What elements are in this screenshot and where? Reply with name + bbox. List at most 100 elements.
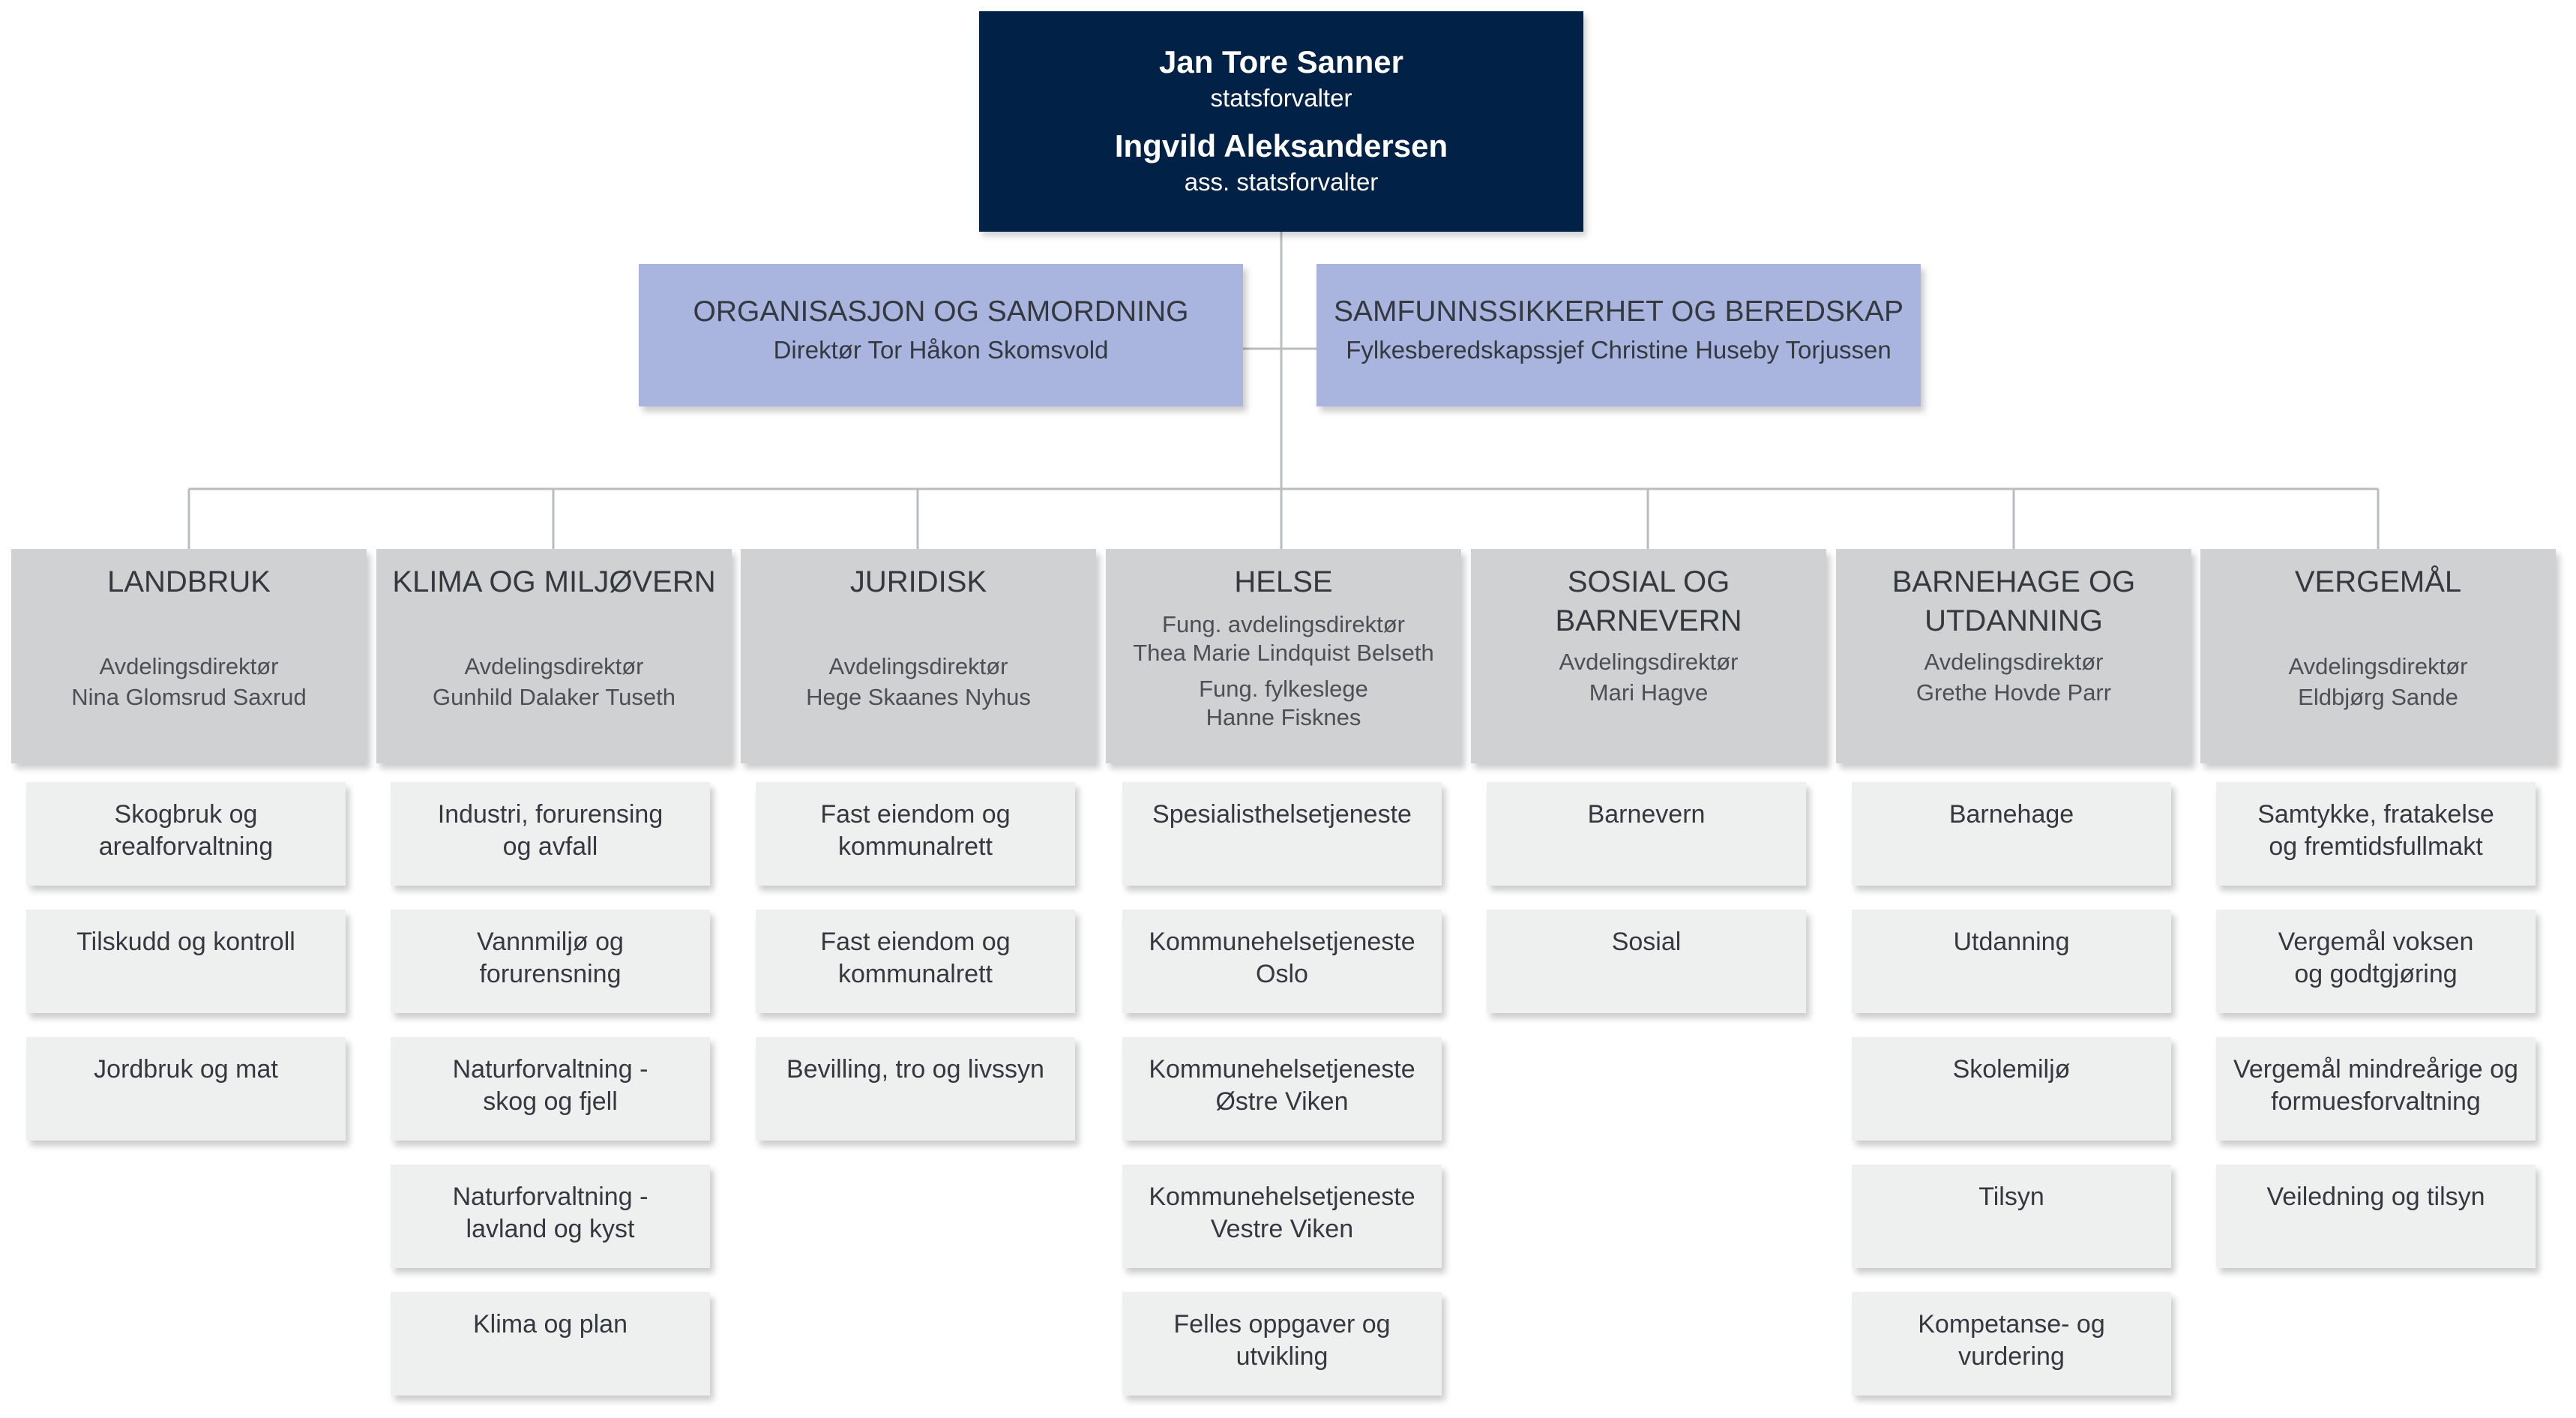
unit-label-line: Bevilling, tro og livssyn	[786, 1055, 1044, 1084]
unit-box: Sosial	[1487, 910, 1806, 1013]
department-leader-line: Avdelingsdirektør	[1924, 649, 2104, 675]
unit-box: Vergemål mindreårige og formuesforvaltnin…	[2216, 1037, 2536, 1141]
unit-label-line: Jordbruk og mat	[94, 1055, 278, 1084]
unit-label-line: Klima og plan	[472, 1310, 628, 1339]
staff-unit-title: SAMFUNNSSIKKERHET OG BEREDSKAP	[1334, 295, 1904, 328]
department-leader-line: Avdelingsdirektør	[99, 653, 279, 679]
unit-label-line: Skogbruk og	[114, 800, 258, 829]
department-leader-line: Avdelingsdirektør	[1559, 649, 1739, 675]
unit-label-line: Kompetanse- og	[1918, 1310, 2105, 1339]
unit-label-line: Samtykke, fratakelse	[2257, 800, 2494, 829]
department-leader-line: Mari Hagve	[1589, 679, 1709, 706]
unit-label-line: Fast eiendom og	[820, 928, 1011, 956]
department-leader-line: Nina Glomsrud Saxrud	[71, 684, 307, 710]
department-leader-line: Avdelingsdirektør	[464, 653, 644, 679]
department-title-line: BARNEHAGE OG	[1892, 565, 2136, 598]
assistant-governor-name: Ingvild Aleksandersen	[1114, 128, 1448, 163]
unit-label-line: Sosial	[1611, 928, 1682, 956]
unit-box: Skogbruk og arealforvaltning	[26, 782, 346, 886]
department-title-line: JURIDISK	[849, 565, 987, 598]
department-leader-line: Fung. avdelingsdirektør	[1162, 611, 1405, 637]
staff-unit-organisation: ORGANISASJON OG SAMORDNING Direktør Tor …	[639, 264, 1243, 406]
unit-box: Jordbruk og mat	[26, 1037, 346, 1141]
department-leader-line: Grethe Hovde Parr	[1916, 679, 2112, 706]
department-leader-line: Fung. fylkeslege	[1199, 676, 1368, 702]
unit-label-line: Naturforvaltning -	[452, 1183, 648, 1211]
department-title-line: LANDBRUK	[107, 565, 271, 598]
unit-box: Fast eiendom og kommunalrett	[756, 782, 1075, 886]
unit-box: Tilsyn	[1852, 1165, 2171, 1268]
unit-label-line: arealforvaltning	[98, 832, 274, 861]
unit-box: Barnevern	[1487, 782, 1806, 886]
unit-label-line: Vannmiljø og	[477, 928, 624, 956]
unit-label-line: Kommunehelsetjeneste	[1149, 928, 1415, 956]
unit-box: Skolemiljø	[1852, 1037, 2171, 1141]
unit-label-line: Spesialisthelsetjeneste	[1152, 800, 1412, 829]
unit-label-line: Barnehage	[1948, 800, 2074, 829]
unit-label-line: lavland og kyst	[466, 1215, 635, 1243]
unit-label-line: Veiledning og tilsyn	[2266, 1183, 2485, 1211]
unit-label-line: og avfall	[502, 832, 598, 861]
unit-box: Industri, forurensing og avfall	[391, 782, 710, 886]
unit-box: Naturforvaltning - lavland og kyst	[391, 1165, 710, 1268]
unit-label-line: Industri, forurensing	[437, 800, 663, 829]
unit-label-line: Vergemål voksen	[2278, 928, 2474, 956]
staff-unit-security: SAMFUNNSSIKKERHET OG BEREDSKAP Fylkesber…	[1316, 264, 1921, 406]
unit-label-line: Fast eiendom og	[820, 800, 1011, 829]
unit-label-line: Kommunehelsetjeneste	[1149, 1183, 1415, 1211]
unit-label-line: Kommunehelsetjeneste	[1149, 1055, 1415, 1084]
department-leader-line: Hanne Fisknes	[1206, 704, 1361, 730]
unit-box: Kompetanse- og vurdering	[1852, 1292, 2171, 1396]
staff-unit-leader: Fylkesberedskapssjef Christine Huseby To…	[1346, 336, 1892, 364]
unit-label-line: Skolemiljø	[1952, 1055, 2071, 1084]
unit-label-line: Tilsyn	[1978, 1183, 2044, 1211]
department-leader-line: Gunhild Dalaker Tuseth	[433, 684, 675, 710]
unit-label-line: vurdering	[1958, 1342, 2065, 1371]
unit-label-line: Vergemål mindreårige og	[2233, 1055, 2518, 1084]
unit-label-line: kommunalrett	[838, 960, 993, 988]
department-title-line: VERGEMÅL	[2294, 565, 2462, 598]
department-title: KLIMA OG MILJØVERN	[376, 562, 732, 601]
department-title: SOSIAL OG BARNEVERN	[1471, 562, 1826, 640]
unit-label-line: kommunalrett	[838, 832, 993, 861]
department-leader-line: Avdelingsdirektør	[2288, 653, 2468, 679]
unit-label-line: Felles oppgaver og	[1173, 1310, 1391, 1339]
governor-role: statsforvalter	[1210, 84, 1352, 112]
department-title: LANDBRUK	[11, 562, 367, 601]
unit-label-line: Naturforvaltning -	[452, 1055, 648, 1084]
department-title: JURIDISK	[741, 562, 1096, 601]
department-title-line: HELSE	[1234, 565, 1333, 598]
unit-box: Naturforvaltning -skog og fjell	[391, 1037, 710, 1141]
department-title-line: SOSIAL OG	[1567, 565, 1730, 598]
department-leader-line: Eldbjørg Sande	[2298, 684, 2458, 710]
unit-label-line: formuesforvaltning	[2271, 1087, 2481, 1116]
department-title: HELSE	[1106, 562, 1461, 601]
department-title: VERGEMÅL	[2200, 562, 2556, 601]
unit-box: Fast eiendom og kommunalrett	[756, 910, 1075, 1013]
unit-label-line: forurensning	[479, 960, 622, 988]
unit-label-line: Oslo	[1256, 960, 1308, 988]
unit-label-line: Vestre Viken	[1210, 1215, 1354, 1243]
unit-box: Utdanning	[1852, 910, 2171, 1013]
department-title-line: BARNEVERN	[1555, 604, 1742, 637]
unit-label-line: og fremtidsfullmakt	[2269, 832, 2483, 861]
unit-label-line: Tilskudd og kontroll	[76, 928, 295, 956]
unit-box: Vannmiljø og forurensning	[391, 910, 710, 1013]
unit-label-line: Barnevern	[1587, 800, 1706, 829]
unit-box: Veiledning og tilsyn	[2216, 1165, 2536, 1268]
